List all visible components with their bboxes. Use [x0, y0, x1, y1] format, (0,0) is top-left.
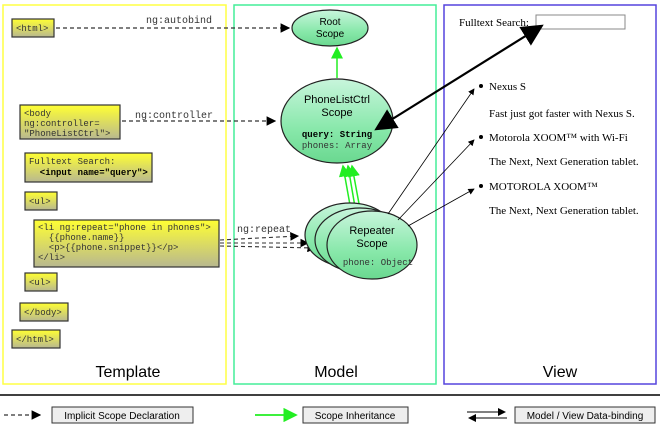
legend-binding-label: Model / View Data-binding [527, 411, 644, 422]
ul-close-text: <ul> [29, 278, 51, 288]
body-close-box [19, 302, 69, 322]
legend-implicit-box [51, 406, 194, 424]
phone-snippet: Fast just got faster with Nexus S. [489, 108, 635, 120]
body-line: ng:controller= [24, 119, 100, 129]
phone-property: phone: Object [343, 258, 413, 268]
body-close-text: </body> [24, 308, 62, 318]
li-line: <p>{{phone.snippet}}</p> [38, 243, 178, 253]
legend-binding-box [514, 406, 656, 424]
repeater-scope-label: Scope [356, 238, 387, 250]
search-line: Fulltext Search: [29, 157, 115, 167]
legend-inheritance-box [302, 406, 409, 424]
phone-snippet: The Next, Next Generation tablet. [489, 156, 639, 168]
query-property: query: String [302, 130, 372, 140]
inheritance-arrows [338, 164, 361, 210]
ctrl-scope-label: Scope [321, 107, 352, 119]
view-title: View [543, 364, 578, 381]
controller-label: ng:controller [135, 110, 213, 122]
ul-open-text: <ul> [29, 197, 51, 207]
double-arrow-icon [467, 408, 507, 422]
repeater-scope [326, 210, 418, 280]
html-close-box [11, 329, 61, 349]
repeater-scope-label: Repeater [349, 225, 395, 237]
li-line: {{phone.name}} [38, 233, 124, 243]
search-line: <input name="query"> [29, 168, 148, 178]
html-open-box [11, 18, 55, 38]
legend-inheritance-label: Scope Inheritance [315, 411, 396, 422]
query-binding-arrow [374, 24, 544, 131]
bullet [479, 84, 483, 88]
li-line: <li ng:repeat="phone in phones"> [38, 223, 211, 233]
model-title: Model [314, 364, 358, 381]
phone-name: MOTOROLA XOOM™ [489, 181, 598, 193]
template-title: Template [96, 364, 161, 381]
phone-name: Motorola XOOM™ with Wi-Fi [489, 132, 628, 144]
legend-implicit-label: Implicit Scope Declaration [64, 411, 180, 422]
view-search-input[interactable] [535, 14, 626, 30]
search-box [24, 152, 153, 183]
ul-open-box [24, 191, 58, 211]
body-box [19, 104, 121, 140]
phone-snippet: The Next, Next Generation tablet. [489, 205, 639, 217]
phones-property: phones: Array [302, 141, 373, 151]
li-box [33, 219, 220, 268]
root-scope [291, 9, 369, 47]
bullet [479, 135, 483, 139]
autobind-label: ng:autobind [146, 15, 212, 27]
repeat-label: ng:repeat [237, 225, 291, 236]
ctrl-scope-label: PhoneListCtrl [304, 94, 370, 106]
li-line: </li> [38, 253, 65, 263]
view-panel [443, 4, 657, 385]
ul-close-box [24, 272, 58, 292]
bullet [479, 184, 483, 188]
repeat-arrows [219, 232, 317, 253]
root-scope-label: Root [319, 17, 340, 28]
html-open-text: <html> [16, 24, 48, 34]
root-scope-label: Scope [316, 29, 345, 40]
view-search-label: Fulltext Search: [459, 17, 529, 29]
body-line: "PhoneListCtrl"> [24, 129, 110, 139]
phone-name: Nexus S [489, 81, 526, 93]
model-panel [233, 4, 437, 385]
body-line: <body [24, 109, 52, 119]
html-close-text: </html> [16, 335, 54, 345]
